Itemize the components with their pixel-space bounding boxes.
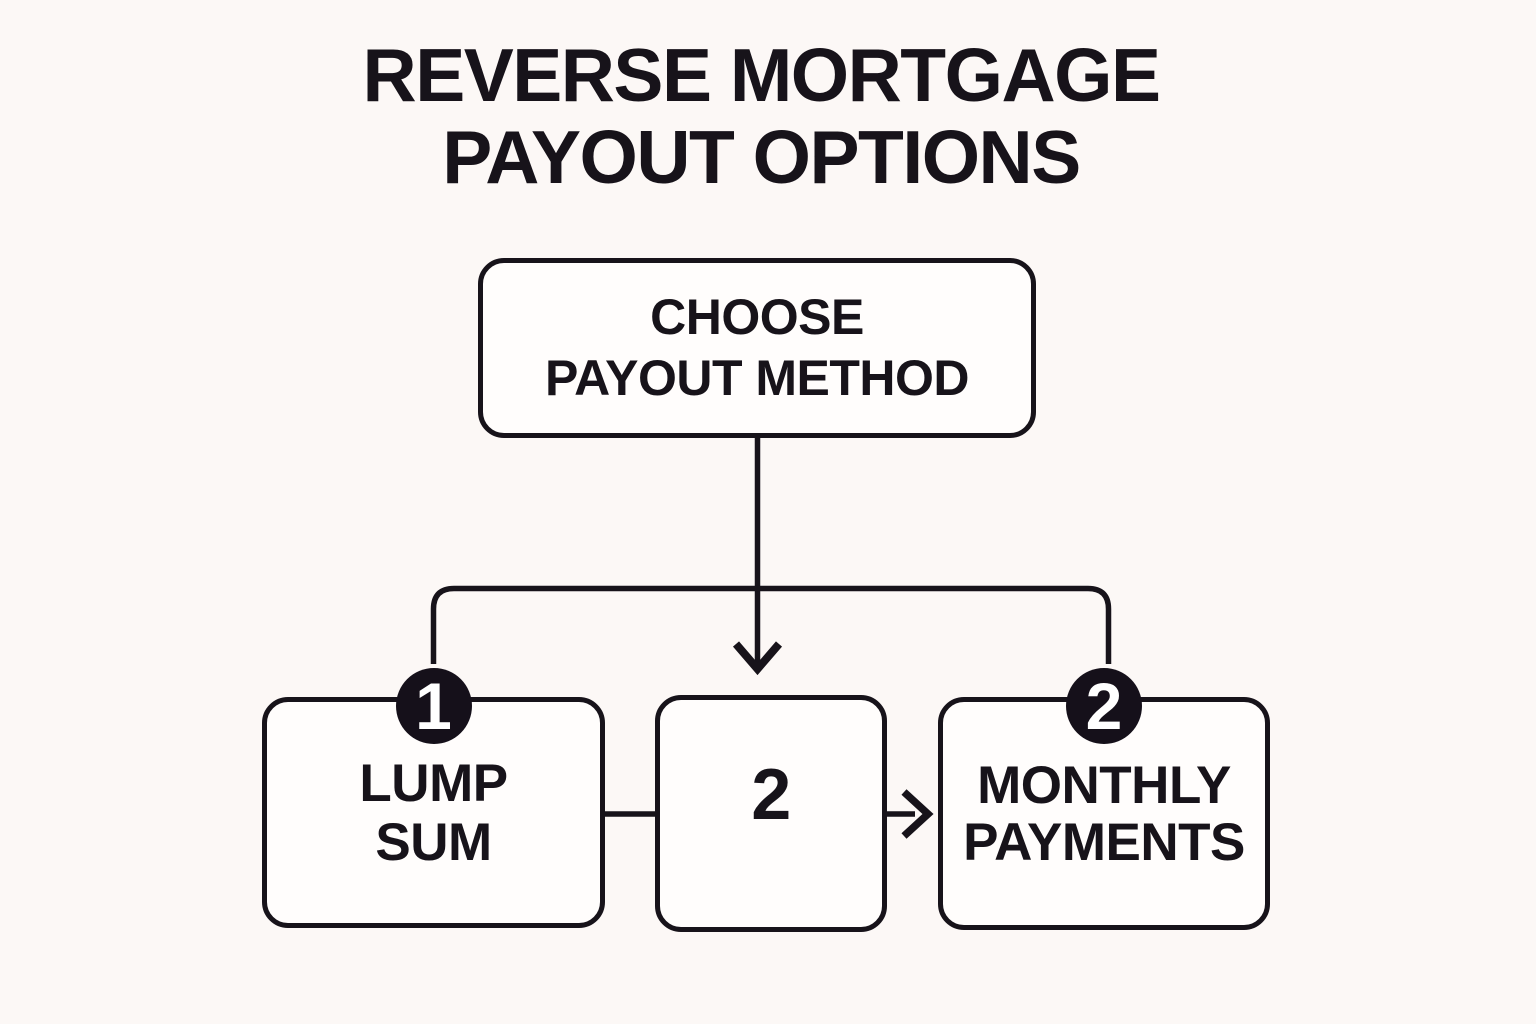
- right-arrowhead-icon: [901, 789, 934, 839]
- choose-payout-method-node: CHOOSE PAYOUT METHOD: [478, 258, 1036, 438]
- alternative-2-label: 2: [751, 754, 791, 835]
- page-title-line-2: PAYOUT OPTIONS: [442, 115, 1081, 199]
- monthly-payments-line-1: MONTHLY: [977, 755, 1231, 815]
- lump-sum-node: 1 LUMP SUM: [262, 668, 605, 928]
- choose-payout-method-line-1: CHOOSE: [650, 289, 864, 345]
- page-title: REVERSE MORTGAGE PAYOUT OPTIONS: [0, 34, 1522, 198]
- monthly-payments-node: 2 MONTHLY PAYMENTS: [938, 668, 1270, 930]
- down-arrowhead-icon: [732, 641, 783, 676]
- choose-payout-method-line-2: PAYOUT METHOD: [544, 350, 970, 406]
- branch-connector-line: [430, 585, 1112, 664]
- lump-sum-line-1: LUMP: [359, 753, 508, 813]
- monthly-payments-line-2: PAYMENTS: [963, 812, 1245, 872]
- alternative-2-node: 2: [655, 695, 887, 932]
- option-2-badge: 2: [1066, 668, 1142, 744]
- option-1-badge: 1: [395, 668, 472, 744]
- page-title-line-1: REVERSE MORTGAGE: [362, 33, 1161, 117]
- lump-sum-line-2: SUM: [375, 812, 492, 872]
